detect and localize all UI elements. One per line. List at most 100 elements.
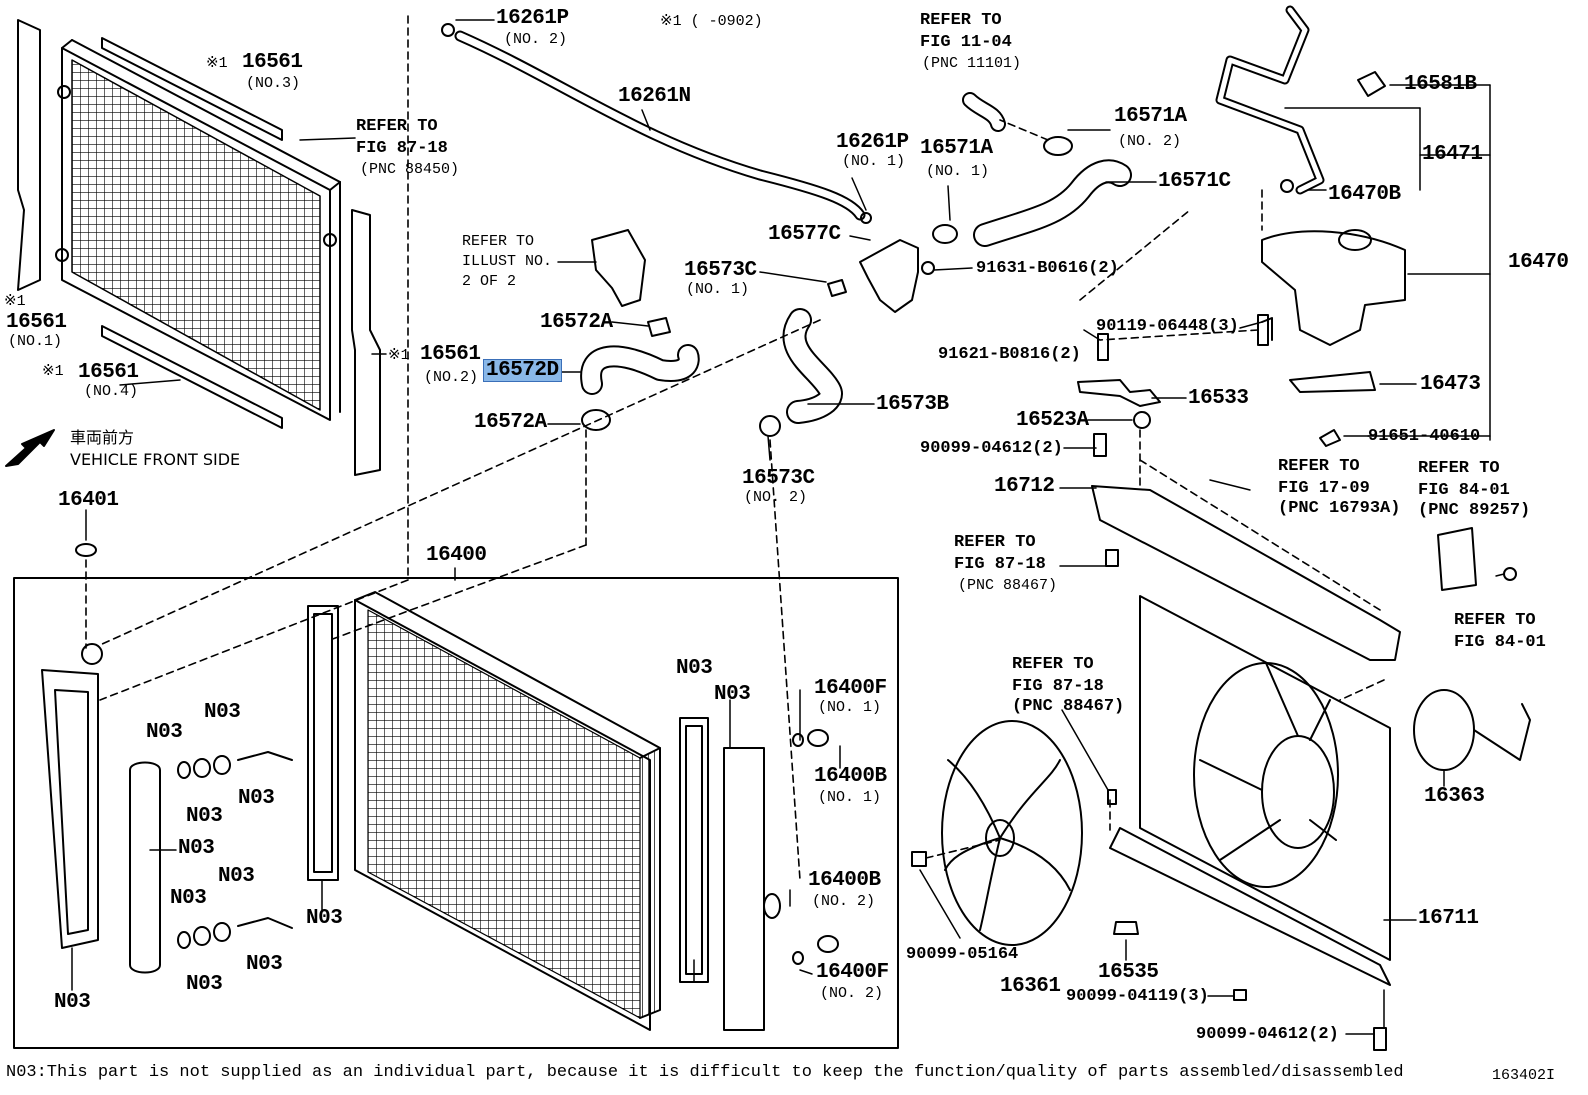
- part-16261p-no2[interactable]: 16261P: [496, 7, 569, 30]
- seal-16561-no1: [17, 19, 41, 291]
- part-16473[interactable]: 16473: [1420, 373, 1481, 396]
- ref-fig-17-09-c: (PNC 16793A): [1278, 499, 1401, 518]
- ref-fig-84-01-second-a: REFER TO: [1454, 611, 1536, 630]
- part-16571c[interactable]: 16571C: [1158, 170, 1231, 193]
- clip-16581b: [1357, 71, 1386, 97]
- outlet-16577c: [859, 239, 919, 313]
- part-16571a-no1-sub: (NO. 1): [926, 163, 990, 180]
- ref-fig-84-01-b[interactable]: FIG 84-01: [1418, 481, 1510, 500]
- n03-label: N03: [714, 683, 751, 706]
- part-16561-no4[interactable]: 16561: [78, 361, 139, 384]
- part-16571a-no1[interactable]: 16571A: [920, 137, 993, 160]
- part-16581b[interactable]: 16581B: [1404, 73, 1477, 96]
- part-16535[interactable]: 16535: [1098, 961, 1159, 984]
- part-16711[interactable]: 16711: [1418, 907, 1479, 930]
- ref-fig-11-04-c: (PNC 11101): [922, 55, 1022, 72]
- part-16470[interactable]: 16470: [1508, 251, 1569, 274]
- ref-fig-84-01-second-b[interactable]: FIG 84-01: [1454, 633, 1546, 652]
- ref-fig-11-04-b[interactable]: FIG 11-04: [920, 33, 1012, 52]
- part-90099-04612-top[interactable]: 90099-04612(2): [920, 439, 1063, 458]
- part-16261p-no1-sub: (NO. 1): [842, 153, 906, 170]
- part-16561-no3[interactable]: 16561: [242, 51, 303, 74]
- part-16400b-no1[interactable]: 16400B: [814, 765, 887, 788]
- vehicle-front-jp: 車両前方: [70, 428, 135, 447]
- ref-fig-17-09-a: REFER TO: [1278, 457, 1360, 476]
- bracket-16533: [1077, 379, 1161, 407]
- top-note: ※1 ( -0902): [660, 13, 763, 30]
- condenser: [55, 39, 341, 421]
- part-16561-no1-sub: (NO.1): [8, 333, 63, 350]
- part-16573c-no2[interactable]: 16573C: [742, 467, 815, 490]
- part-16577c[interactable]: 16577C: [768, 223, 841, 246]
- seal-16561-no3: [101, 37, 283, 141]
- n03-label: N03: [238, 787, 275, 810]
- n03-label: N03: [170, 887, 207, 910]
- part-16572a-bottom[interactable]: 16572A: [474, 411, 547, 434]
- part-91621[interactable]: 91621-B0816(2): [938, 345, 1081, 364]
- part-16561-no1[interactable]: 16561: [6, 311, 67, 334]
- line-16471: [1215, 5, 1325, 195]
- part-16400f-no2[interactable]: 16400F: [816, 961, 889, 984]
- part-16572d-highlighted[interactable]: 16572D: [483, 359, 562, 382]
- part-16572a-top[interactable]: 16572A: [540, 311, 613, 334]
- ref-fig-87-18-a: REFER TO: [356, 117, 438, 136]
- part-90099-04612-bottom[interactable]: 90099-04612(2): [1196, 1025, 1339, 1044]
- part-16533[interactable]: 16533: [1188, 387, 1249, 410]
- part-16573c-no2-sub: (NO. 2): [744, 489, 808, 506]
- ref-fig-87-18-88467-b[interactable]: FIG 87-18: [954, 555, 1046, 574]
- part-16400b-no1-sub: (NO. 1): [818, 789, 882, 806]
- n03-label: N03: [186, 973, 223, 996]
- n03-label: N03: [676, 657, 713, 680]
- support-16712: [1091, 485, 1401, 661]
- part-16401[interactable]: 16401: [58, 489, 119, 512]
- part-16571a-no2[interactable]: 16571A: [1114, 105, 1187, 128]
- ref-fig-17-09-b[interactable]: FIG 17-09: [1278, 479, 1370, 498]
- part-16573c-no1[interactable]: 16573C: [684, 259, 757, 282]
- part-16573c-no1-sub: (NO. 1): [686, 281, 750, 298]
- reservoir-16470: [1261, 230, 1406, 346]
- ref-illust-b[interactable]: ILLUST NO.: [462, 253, 553, 270]
- ref-fig-87-18-88467-c: (PNC 88467): [958, 577, 1058, 594]
- ref-fig-87-18-b[interactable]: FIG 87-18: [356, 139, 448, 158]
- ref-fig-87-18-fan-c: (PNC 88467): [1012, 697, 1125, 716]
- mark-16561-no1: ※1: [4, 293, 26, 310]
- left-tank: [41, 669, 99, 949]
- ref-illust-a: REFER TO: [462, 233, 535, 250]
- part-16261p-no1[interactable]: 16261P: [836, 131, 909, 154]
- part-91651[interactable]: 91651-40610: [1368, 427, 1481, 446]
- radiator-assembly-frame: [13, 577, 899, 1049]
- part-16573b[interactable]: 16573B: [876, 393, 949, 416]
- motor-16363: [1413, 689, 1475, 771]
- part-16400[interactable]: 16400: [426, 544, 487, 567]
- radiator-core: [354, 591, 661, 1031]
- part-16470b[interactable]: 16470B: [1328, 183, 1401, 206]
- n03-label: N03: [178, 837, 215, 860]
- part-16400f-no1-sub: (NO. 1): [818, 699, 882, 716]
- n03-label: N03: [146, 721, 183, 744]
- part-16712[interactable]: 16712: [994, 475, 1055, 498]
- part-91631[interactable]: 91631-B0616(2): [976, 259, 1119, 278]
- part-16261n[interactable]: 16261N: [618, 85, 691, 108]
- n03-label: N03: [218, 865, 255, 888]
- ref-fig-87-18-fan-b[interactable]: FIG 87-18: [1012, 677, 1104, 696]
- seal-16561-no2: [351, 209, 381, 476]
- ref-fig-11-04-a: REFER TO: [920, 11, 1002, 30]
- n03-label: N03: [246, 953, 283, 976]
- part-90119[interactable]: 90119-06448(3): [1096, 317, 1239, 336]
- part-16561-no2[interactable]: 16561: [420, 343, 481, 366]
- vehicle-front-en: VEHICLE FRONT SIDE: [70, 450, 241, 469]
- part-16400b-no2[interactable]: 16400B: [808, 869, 881, 892]
- part-16363[interactable]: 16363: [1424, 785, 1485, 808]
- n03-label: N03: [186, 805, 223, 828]
- part-16361[interactable]: 16361: [1000, 975, 1061, 998]
- part-16400f-no1[interactable]: 16400F: [814, 677, 887, 700]
- relay-block: [1437, 527, 1477, 591]
- part-90099-04119[interactable]: 90099-04119(3): [1066, 987, 1209, 1006]
- part-16561-no4-sub: (NO.4): [84, 383, 139, 400]
- part-16471[interactable]: 16471: [1422, 143, 1483, 166]
- footnote: N03:This part is not supplied as an indi…: [6, 1063, 1404, 1082]
- part-16523a[interactable]: 16523A: [1016, 409, 1089, 432]
- part-90099-05164[interactable]: 90099-05164: [906, 945, 1019, 964]
- small-parts: [75, 543, 839, 965]
